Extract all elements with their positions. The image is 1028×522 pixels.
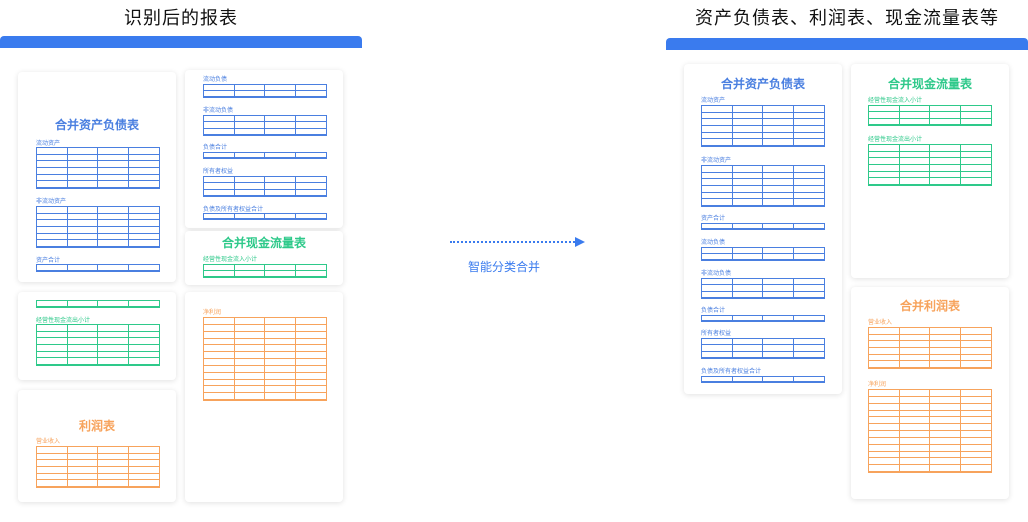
section-label: 净利润 (868, 381, 887, 388)
card-title: 利润表 (78, 419, 115, 433)
data-table (868, 105, 992, 126)
income-card-right: 合并利润表 营业收入 净利润 (851, 287, 1009, 499)
data-table (203, 213, 327, 220)
section-label: 负债及所有者权益合计 (203, 206, 264, 213)
right-heading: 资产负债表、利润表、现金流量表等 (695, 8, 999, 29)
liabilities-card-left: 流动负债 非流动负债 负债合计 所有者权益 负债及所有者权益合计 (185, 70, 343, 228)
data-table (36, 446, 160, 488)
data-table (203, 176, 327, 197)
section-label: 流动负债 (701, 239, 726, 246)
data-table (701, 278, 825, 299)
arrow-head-icon (575, 237, 585, 247)
left-heading: 识别后的报表 (124, 8, 238, 29)
section-label: 流动资产 (701, 97, 726, 104)
section-label: 非流动负债 (203, 107, 234, 114)
section-label: 非流动资产 (701, 157, 732, 164)
data-table (203, 115, 327, 136)
cashflow-card-left: 合并现金流量表 经营性现金流入小计 (185, 231, 343, 285)
section-label: 资产合计 (36, 257, 61, 264)
arrow-label: 智能分类合并 (468, 260, 541, 274)
data-table (868, 144, 992, 186)
data-table (203, 84, 327, 98)
data-table (36, 324, 160, 366)
income-card-left: 利润表 营业收入 (18, 390, 176, 502)
data-table (701, 315, 825, 322)
section-label: 净利润 (203, 309, 222, 316)
left-accent-bar (0, 36, 362, 48)
balance-sheet-card-right: 合并资产负债表 流动资产 非流动资产 资产合计 流动负债 非流动负债 负债合计 … (684, 64, 842, 394)
net-profit-card-left: 净利润 (185, 292, 343, 502)
section-label: 负债合计 (701, 307, 726, 314)
data-table (36, 147, 160, 189)
data-table (203, 264, 327, 278)
data-table (701, 223, 825, 230)
section-label: 经营性现金流出小计 (868, 136, 923, 143)
card-title: 合并现金流量表 (221, 236, 306, 250)
arrow-line (450, 241, 575, 243)
data-table (701, 338, 825, 359)
card-title: 合并资产负债表 (54, 118, 139, 132)
section-label: 负债合计 (203, 144, 228, 151)
data-table (868, 389, 992, 473)
section-label: 经营性现金流入小计 (868, 97, 923, 104)
card-title: 合并利润表 (899, 299, 960, 313)
data-table (868, 327, 992, 369)
data-table (701, 376, 825, 383)
card-title: 合并现金流量表 (887, 77, 972, 91)
data-table (203, 317, 327, 401)
balance-sheet-card-left: 合并资产负债表 流动资产 非流动资产 资产合计 (18, 72, 176, 282)
section-label: 营业收入 (868, 319, 893, 326)
section-label: 流动负债 (203, 76, 228, 83)
data-table (701, 105, 825, 147)
classify-arrow (450, 237, 585, 247)
card-title: 合并资产负债表 (720, 77, 805, 91)
section-label: 非流动负债 (701, 270, 732, 277)
data-table (701, 247, 825, 261)
section-label: 经营性现金流入小计 (203, 256, 258, 263)
section-label: 所有者权益 (701, 330, 732, 337)
section-label: 所有者权益 (203, 168, 234, 175)
right-accent-bar (666, 38, 1028, 50)
data-table (36, 206, 160, 248)
cashflow-outflow-card-left: 经营性现金流出小计 (18, 292, 176, 380)
data-table (203, 152, 327, 159)
cashflow-card-right: 合并现金流量表 经营性现金流入小计 经营性现金流出小计 (851, 64, 1009, 278)
section-label: 非流动资产 (36, 198, 67, 205)
data-table (36, 300, 160, 308)
section-label: 流动资产 (36, 140, 61, 147)
data-table (36, 264, 160, 272)
section-label: 经营性现金流出小计 (36, 317, 91, 324)
section-label: 资产合计 (701, 215, 726, 222)
section-label: 负债及所有者权益合计 (701, 368, 762, 375)
section-label: 营业收入 (36, 438, 61, 445)
data-table (701, 165, 825, 207)
